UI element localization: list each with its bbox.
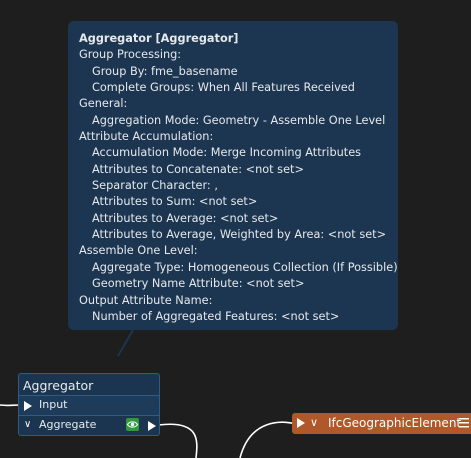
tooltip-section-attribute-accumulation: Attribute Accumulation: — [79, 130, 214, 144]
writer-input-connection[interactable] — [239, 421, 297, 458]
tooltip-attributes-to-average-weighted: Attributes to Average, Weighted by Area:… — [92, 228, 387, 242]
eye-icon[interactable] — [126, 418, 139, 431]
triangle-right-icon[interactable] — [24, 401, 32, 411]
aggregator-transformer[interactable]: Aggregator Input ∨ Aggregate — [18, 373, 160, 436]
tooltip-attributes-to-average: Attributes to Average: <not set> — [92, 211, 279, 225]
triangle-right-icon[interactable] — [297, 418, 305, 428]
output-connection[interactable] — [157, 423, 198, 458]
tooltip-aggregate-type: Aggregate Type: Homogeneous Collection (… — [92, 260, 398, 274]
tooltip-separator-character: Separator Character: , — [92, 179, 218, 193]
chevron-down-icon[interactable]: ∨ — [310, 416, 319, 429]
transformer-title[interactable]: Aggregator — [23, 378, 94, 393]
tooltip-section-output-attribute-name: Output Attribute Name: — [79, 293, 213, 307]
chevron-down-icon[interactable]: ∨ — [24, 419, 32, 430]
input-port-label: Input — [39, 398, 68, 411]
tooltip-section-group-processing: Group Processing: — [79, 48, 182, 62]
tooltip-number-of-aggregated-features: Number of Aggregated Features: <not set> — [92, 309, 340, 323]
tooltip-accumulation-mode: Accumulation Mode: Merge Incoming Attrib… — [92, 146, 362, 160]
output-port-label: Aggregate — [39, 418, 97, 431]
list-icon[interactable] — [459, 417, 469, 429]
tooltip-complete-groups: Complete Groups: When All Features Recei… — [92, 81, 355, 95]
tooltip-pointer-line — [117, 329, 134, 357]
writer-feature-type-label[interactable]: IfcGeographicElement — [328, 416, 462, 430]
aggregate-output-port[interactable]: ∨ Aggregate — [19, 416, 159, 435]
tooltip-aggregation-mode: Aggregation Mode: Geometry - Assemble On… — [92, 113, 386, 127]
tooltip-attributes-to-sum: Attributes to Sum: <not set> — [92, 195, 258, 209]
writer-feature-type[interactable]: ∨ IfcGeographicElement — [292, 413, 471, 434]
tooltip-section-general: General: — [79, 97, 128, 111]
tooltip-group-by: Group By: fme_basename — [92, 64, 238, 78]
tooltip-attributes-to-concatenate: Attributes to Concatenate: <not set> — [92, 162, 304, 176]
input-port[interactable]: Input — [19, 395, 159, 416]
transformer-parameters-tooltip: Aggregator [Aggregator] Group Processing… — [68, 21, 398, 330]
tooltip-title: Aggregator [Aggregator] — [79, 32, 239, 45]
triangle-right-icon[interactable] — [148, 421, 156, 431]
tooltip-section-assemble-one-level: Assemble One Level: — [79, 244, 198, 258]
tooltip-geometry-name-attribute: Geometry Name Attribute: <not set> — [92, 277, 305, 291]
